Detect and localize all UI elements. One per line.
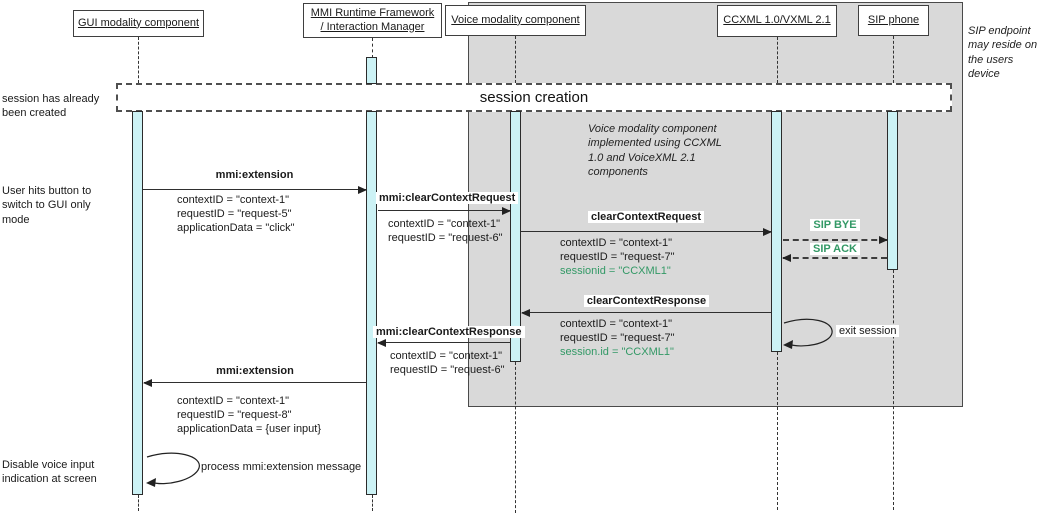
message-arrow-mmi-clear-context-request — [378, 207, 511, 215]
actor-box-gui: GUI modality component — [73, 10, 204, 37]
lifeline-voice-bottom — [515, 362, 516, 513]
message-label-exit-session: exit session — [836, 325, 900, 337]
lifeline-voice-top — [515, 36, 516, 83]
message-label-mmi-extension-2: mmi:extension — [216, 365, 294, 377]
actor-label-voice: Voice modality component — [451, 13, 580, 26]
message-label-sip-ack: SIP ACK — [783, 243, 887, 255]
message-label-mmi-extension-1: mmi:extension — [215, 169, 294, 181]
lifeline-ccxml-bottom — [777, 352, 778, 510]
note-sip-endpoint: SIP endpoint may reside on the users dev… — [968, 25, 1038, 80]
lifeline-ccxml-top — [777, 37, 778, 83]
lifeline-sip-top — [893, 36, 894, 83]
lifeline-mmi-top — [372, 38, 373, 58]
note-voice-implementation: Voice modality component implemented usi… — [588, 123, 722, 178]
activation-sip — [887, 111, 898, 270]
actor-box-voice: Voice modality component — [445, 5, 586, 36]
actor-label-sip: SIP phone — [867, 13, 920, 26]
voice-implementation-region — [468, 2, 963, 407]
actor-box-sip: SIP phone — [858, 5, 929, 36]
message-label-sip-bye: SIP BYE — [783, 219, 887, 231]
actor-label-mmi-line2: / Interaction Manager — [320, 20, 425, 33]
message-arrow-mmi-extension-1 — [143, 186, 367, 194]
note-session-created: session has already been created — [2, 93, 100, 120]
actor-label-mmi-line1: MMI Runtime Framework — [310, 6, 435, 19]
lifeline-sip-bottom — [893, 270, 894, 510]
session-creation-label: session creation — [479, 89, 589, 106]
note-disable-voice: Disable voice input indication at screen — [2, 459, 97, 486]
activation-gui — [132, 111, 143, 495]
actor-box-ccxml: CCXML 1.0/VXML 2.1 — [717, 5, 837, 37]
message-label-mmi-clear-context-response: mmi:clearContextResponse — [373, 326, 525, 338]
message-label-clear-context-request: clearContextRequest — [521, 211, 771, 223]
message-params-mmi-extension-1: contextID = "context-1" requestID = "req… — [177, 194, 295, 234]
message-params-mmi-clear-context-response: contextID = "context-1" requestID = "req… — [390, 350, 505, 376]
message-label-process-extension: process mmi:extension message — [201, 461, 362, 473]
activation-mmi — [366, 111, 377, 495]
message-params-clear-context-response: contextID = "context-1" requestID = "req… — [560, 318, 675, 358]
message-arrow-sip-bye — [783, 236, 888, 244]
message-arrow-clear-context-response — [521, 309, 771, 317]
activation-mmi-pre — [366, 57, 377, 84]
lifeline-gui-bottom — [138, 495, 139, 511]
activation-voice — [510, 111, 521, 362]
process-extension-loop-arrow — [146, 452, 200, 487]
actor-label-gui: GUI modality component — [77, 16, 200, 29]
message-label-mmi-clear-context-request: mmi:clearContextRequest — [376, 192, 519, 204]
message-arrow-mmi-clear-context-response — [377, 339, 510, 347]
session-creation-frame: session creation — [116, 83, 952, 112]
message-arrow-mmi-extension-2 — [143, 379, 366, 387]
note-user-hits-button: User hits button to switch to GUI only m… — [2, 185, 92, 226]
message-label-clear-context-response: clearContextResponse — [522, 295, 771, 307]
message-params-mmi-extension-2: contextID = "context-1" requestID = "req… — [177, 395, 322, 435]
lifeline-mmi-bottom — [372, 495, 373, 511]
actor-box-mmi: MMI Runtime Framework / Interaction Mana… — [303, 3, 442, 38]
activation-ccxml — [771, 111, 782, 352]
message-params-mmi-clear-context-request: contextID = "context-1" requestID = "req… — [388, 218, 503, 244]
message-params-clear-context-request: contextID = "context-1" requestID = "req… — [560, 237, 675, 277]
exit-session-loop-arrow — [783, 318, 833, 349]
message-arrow-clear-context-request — [521, 228, 772, 236]
message-arrow-sip-ack — [782, 254, 887, 262]
lifeline-gui-top — [138, 37, 139, 83]
actor-label-ccxml: CCXML 1.0/VXML 2.1 — [723, 14, 831, 27]
